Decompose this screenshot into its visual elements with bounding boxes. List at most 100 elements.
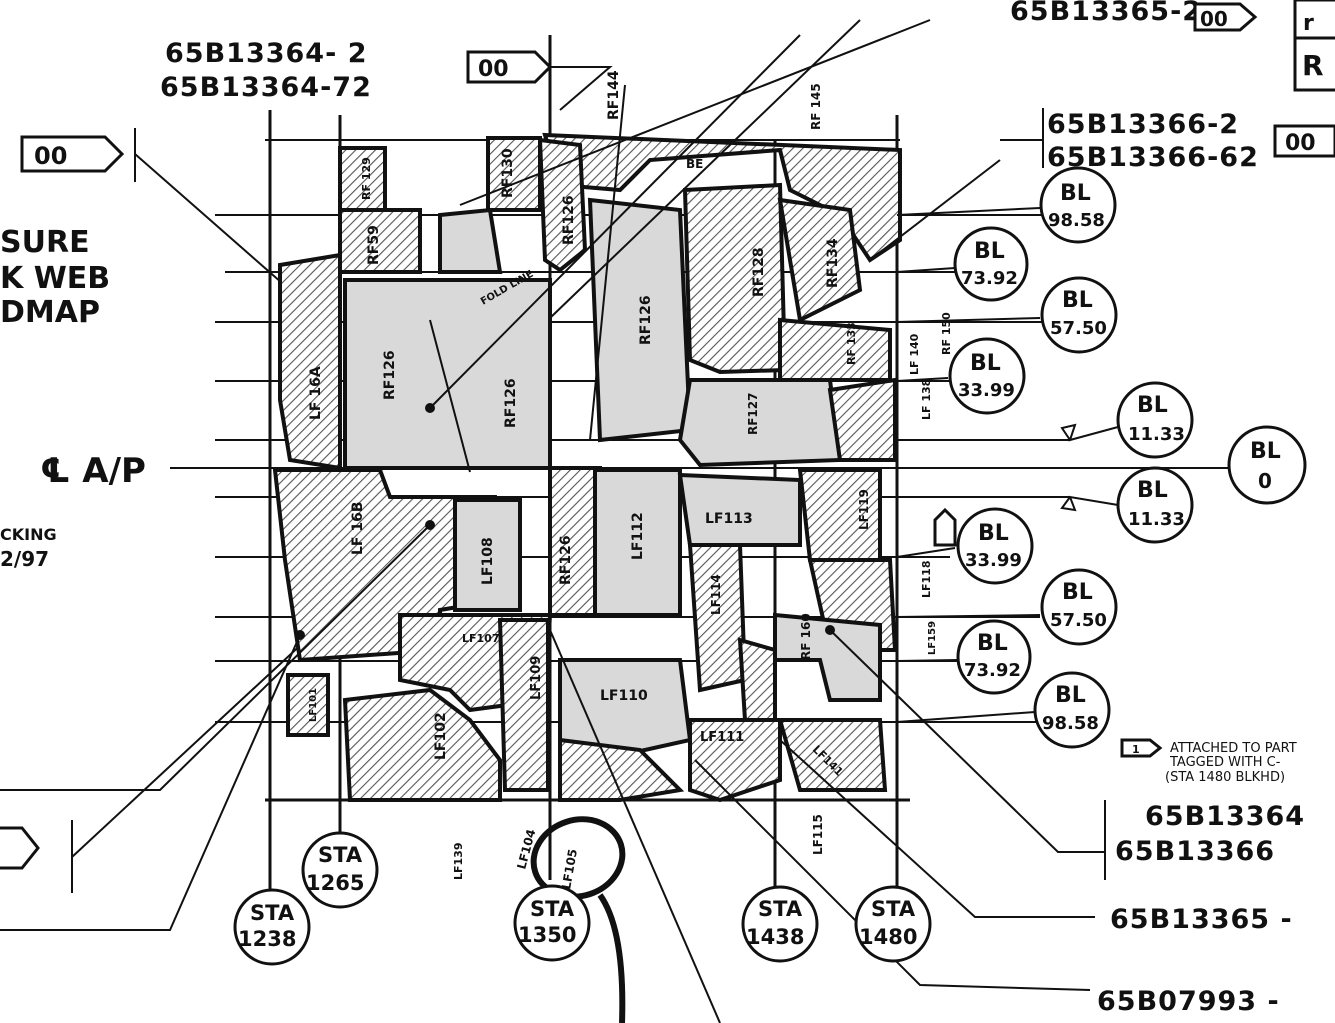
svg-text:73.92: 73.92 [964, 660, 1021, 681]
svg-text:33.99: 33.99 [958, 380, 1015, 401]
part-number-65b13365: 65B13365 - [1110, 904, 1293, 935]
svg-text:1480: 1480 [859, 925, 917, 949]
label-rf126-d: RF126 [638, 295, 654, 345]
bl-bubble-57-50-upper: BL 57.50 [1040, 276, 1118, 354]
revision-tag-top-center: 00 [466, 50, 553, 84]
label-lf112: LF112 [630, 512, 646, 560]
label-rf150: RF 150 [940, 312, 953, 355]
svg-text:57.50: 57.50 [1050, 318, 1107, 339]
svg-text:1265: 1265 [306, 871, 364, 895]
bl-bubble-11-33-lower: BL 11.33 [1116, 466, 1194, 544]
svg-text:1238: 1238 [238, 927, 296, 951]
label-rf126-e: RF126 [558, 535, 574, 585]
label-lf16a: LF 16A [308, 366, 324, 420]
label-lf107: LF107 [462, 632, 500, 645]
label-rf133: RF 133 [845, 322, 858, 365]
label-lf101: LF101 [308, 688, 319, 722]
sta-bubble-1438: STA 1438 [741, 885, 819, 963]
svg-text:00: 00 [1285, 131, 1316, 156]
label-lf138: LF 138 [920, 379, 933, 420]
svg-text:33.99: 33.99 [965, 550, 1022, 571]
svg-text:BL: BL [1062, 580, 1093, 605]
flag-note-marker: 1 [1132, 743, 1140, 756]
label-lf139: LF139 [452, 843, 465, 881]
flag-note-line-1: ATTACHED TO PART [1170, 741, 1297, 756]
note-left-line-2: 2/97 [0, 547, 49, 571]
svg-text:BL: BL [970, 351, 1001, 376]
flag-note: 1 ATTACHED TO PART TAGGED WITH C- (STA 1… [1120, 738, 1297, 785]
svg-text:BL: BL [978, 521, 1009, 546]
svg-text:1438: 1438 [746, 925, 804, 949]
title-block-corner [1293, 0, 1335, 92]
title-block-letter-top: r [1303, 11, 1314, 36]
label-rf160: RF 160 [799, 613, 813, 660]
part-number-65b13364-72: 65B13364-72 [160, 72, 372, 103]
svg-text:00: 00 [478, 57, 509, 82]
label-lf102: LF102 [433, 712, 449, 760]
label-lf114: LF114 [709, 574, 723, 615]
label-lf115: LF115 [811, 814, 825, 855]
label-lf140: LF 140 [908, 333, 921, 375]
label-rf145: RF 145 [809, 83, 823, 130]
title-block-letter: R [1302, 49, 1324, 82]
bl-bubble-98-58-lower: BL 98.58 [1033, 671, 1111, 749]
svg-text:73.92: 73.92 [961, 268, 1018, 289]
bl-bubble-11-33-upper: BL 11.33 [1116, 381, 1194, 459]
label-lf111: LF111 [700, 730, 744, 745]
centerline-label: ℄ A/P [40, 451, 146, 491]
label-lf118: LF118 [920, 561, 933, 599]
label-rf128: RF128 [751, 247, 767, 297]
svg-text:STA: STA [318, 843, 363, 867]
flag-note-line-3: (STA 1480 BLKHD) [1165, 770, 1285, 785]
title-line-1: SURE [0, 225, 90, 260]
label-lf109: LF109 [529, 656, 544, 700]
repair-panels [272, 132, 902, 803]
part-number-65b13364-2: 65B13364- 2 [165, 38, 367, 69]
label-rf144: RF144 [606, 70, 622, 120]
label-be: BE [686, 157, 703, 171]
svg-text:1350: 1350 [518, 923, 576, 947]
part-number-65b07993: 65B07993 - [1097, 986, 1280, 1017]
title-line-3: DMAP [0, 295, 100, 330]
svg-text:BL: BL [1137, 478, 1168, 503]
svg-text:00: 00 [1200, 7, 1228, 31]
label-rf134: RF134 [825, 238, 841, 288]
note-left-line-1: CKING [0, 525, 57, 544]
label-rf129: RF 129 [360, 157, 373, 200]
revision-tag-left: 00 [20, 135, 125, 173]
bl-bubbles: BL 98.58 BL 73.92 BL 57.50 BL 33.99 BL 1… [948, 166, 1307, 749]
sta-bubble-1238: STA 1238 [233, 888, 311, 966]
svg-text:98.58: 98.58 [1048, 210, 1105, 231]
svg-text:98.58: 98.58 [1042, 713, 1099, 734]
label-lf105: LF105 [559, 848, 580, 891]
svg-text:STA: STA [250, 901, 295, 925]
label-rf59: RF59 [366, 225, 382, 265]
part-number-65b13365-2: 65B13365-2 [1010, 0, 1202, 27]
bl-bubble-0: BL 0 [1227, 425, 1307, 505]
svg-text:BL: BL [1250, 439, 1281, 464]
part-number-65b13366-2: 65B13366-2 [1047, 109, 1239, 140]
svg-text:00: 00 [34, 142, 67, 170]
bl-bubble-73-92-upper: BL 73.92 [953, 226, 1029, 302]
label-lf110: LF110 [600, 688, 648, 704]
label-lf16b: LF 16B [350, 501, 366, 555]
bl-bubble-57-50-lower: BL 57.50 [1040, 568, 1118, 646]
part-number-65b13366: 65B13366 [1115, 836, 1275, 867]
sta-bubble-1480: STA 1480 [854, 885, 932, 963]
svg-text:STA: STA [758, 897, 803, 921]
flag-note-line-2: TAGGED WITH C- [1169, 755, 1281, 770]
label-lf119: LF119 [857, 489, 871, 530]
bl-bubble-33-99-upper: BL 33.99 [948, 337, 1026, 415]
bl-bubble-98-58-upper: BL 98.58 [1039, 166, 1117, 244]
flag-marker-lf118 [933, 507, 957, 547]
revision-tag-top-right: 00 [1193, 2, 1258, 32]
label-rf126-b: RF126 [382, 350, 398, 400]
svg-text:11.33: 11.33 [1128, 509, 1185, 530]
svg-text:57.50: 57.50 [1050, 610, 1107, 631]
sta-bubble-1265: STA 1265 [301, 831, 379, 909]
svg-text:STA: STA [871, 897, 916, 921]
revision-tag-right: 00 [1273, 124, 1335, 158]
sta-bubble-1350: STA 1350 [513, 884, 591, 962]
revision-tag-lower-left [0, 826, 40, 870]
